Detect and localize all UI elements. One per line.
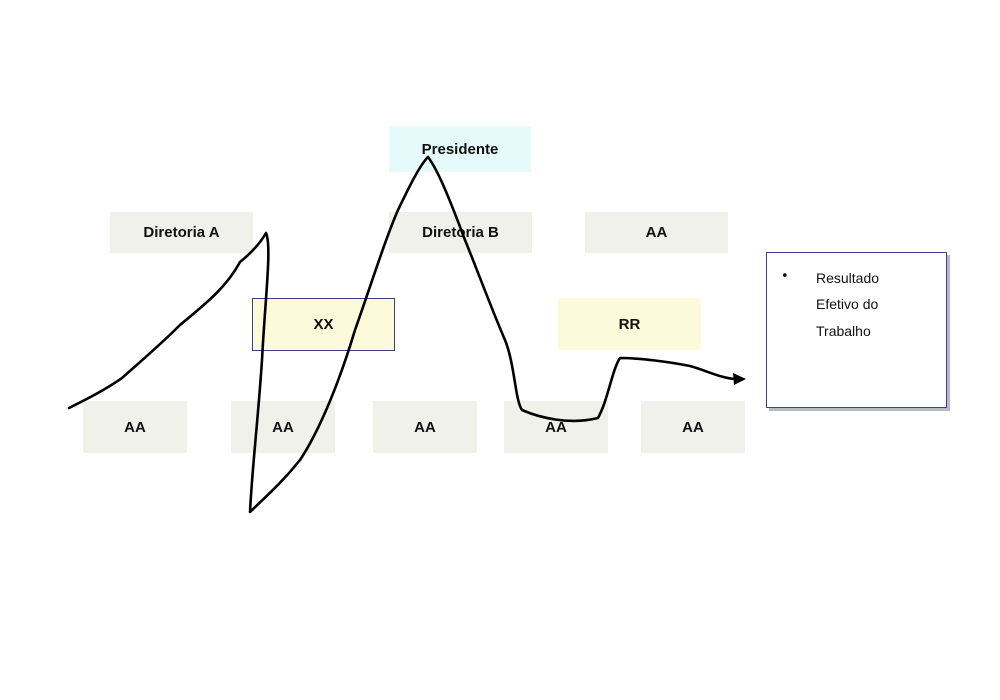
node-presidente-label: Presidente	[421, 140, 499, 158]
note-line-3: Trabalho	[816, 323, 871, 339]
node-presidente: Presidente	[389, 126, 531, 172]
note-bullet: •	[781, 269, 789, 284]
node-xx-label: XX	[313, 316, 334, 333]
freehand-arrowhead	[733, 373, 746, 385]
node-bottom-4-label: AA	[545, 418, 567, 436]
node-bottom-5: AA	[641, 401, 745, 453]
node-bottom-1-label: AA	[124, 418, 146, 436]
node-top-right-label: AA	[645, 224, 668, 241]
node-rr-label: RR	[618, 315, 641, 333]
note-line-1: Resultado	[816, 270, 880, 286]
node-diretoria-a: Diretoria A	[110, 212, 253, 253]
result-note: • Resultado Efetivo do Trabalho	[766, 252, 947, 408]
node-diretoria-b: Diretoria B	[389, 212, 532, 253]
node-bottom-2-label: AA	[272, 418, 294, 436]
node-xx: XX	[252, 298, 395, 351]
node-rr: RR	[558, 298, 701, 350]
node-bottom-2: AA	[231, 401, 335, 453]
node-top-right: AA	[585, 212, 728, 253]
note-line-2: Efetivo do	[816, 296, 879, 312]
node-bottom-1: AA	[83, 401, 187, 453]
node-bottom-3: AA	[373, 401, 477, 453]
node-bottom-5-label: AA	[682, 418, 704, 436]
node-diretoria-a-label: Diretoria A	[143, 224, 220, 241]
node-bottom-4: AA	[504, 401, 608, 453]
node-bottom-3-label: AA	[414, 418, 436, 436]
node-diretoria-b-label: Diretoria B	[422, 224, 499, 241]
